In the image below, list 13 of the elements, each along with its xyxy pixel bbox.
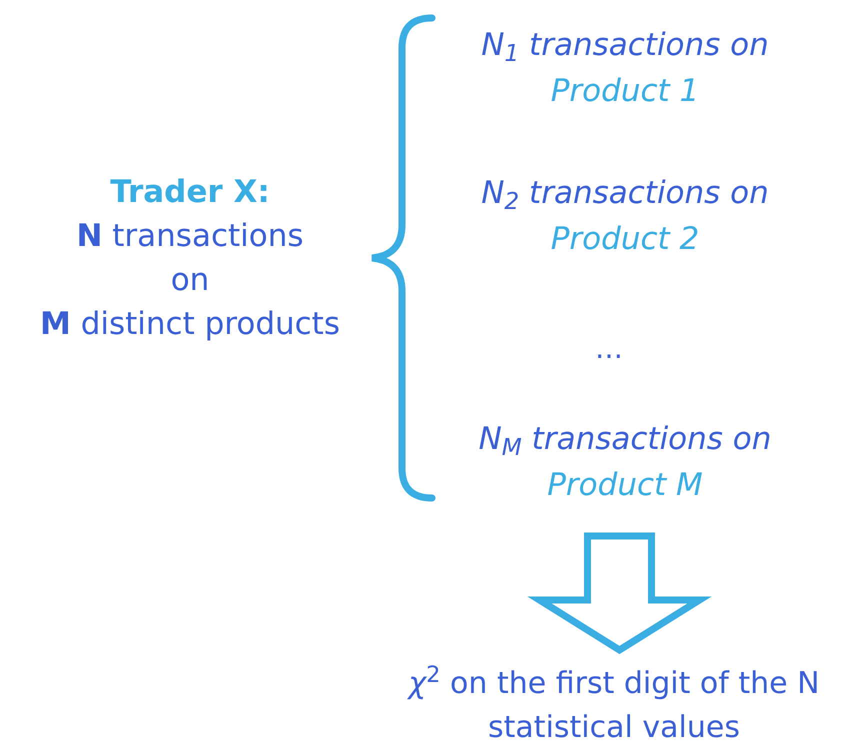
product-name: Product 2: [550, 220, 700, 259]
heading: Trader X:: [110, 172, 270, 212]
description-text: N transactions: [76, 216, 304, 256]
description-text: on: [170, 260, 210, 300]
ellipsis: …: [595, 331, 623, 367]
transaction-count-text: N$_{2}$ transactions on: [481, 174, 769, 216]
hollow-arrow: [527, 532, 712, 654]
product-name: Product 1: [550, 72, 700, 111]
product-name: Product M: [547, 466, 703, 505]
result-text: χ$^{2}$ on the first digit of the N statistical values: [406, 662, 821, 747]
transaction-count-text: N$_{M}$ transactions on: [478, 420, 772, 462]
transaction-count-text: N$_{1}$ transactions on: [481, 26, 769, 68]
description-text: M distinct products: [40, 304, 340, 344]
